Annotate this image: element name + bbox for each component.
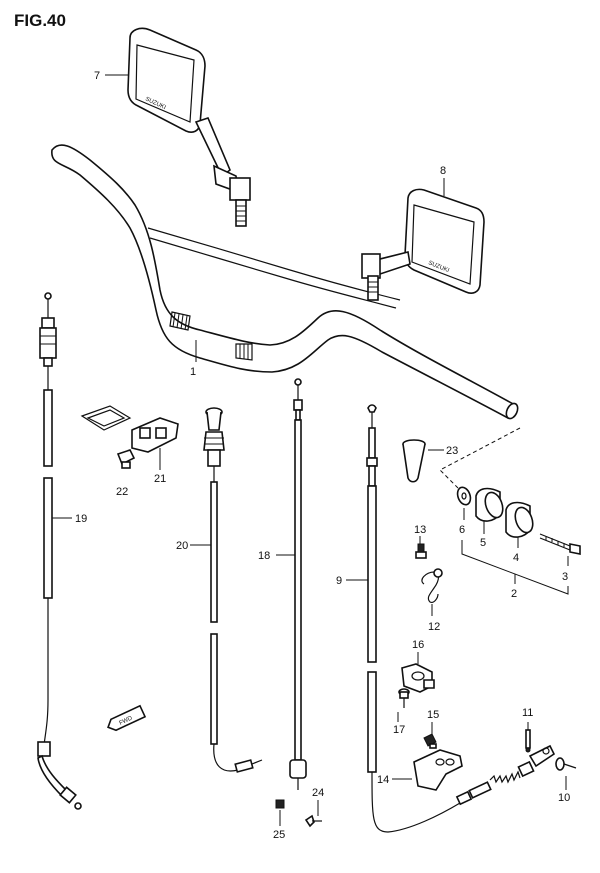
- washer-6: [456, 486, 472, 506]
- callout-11: 11: [522, 707, 533, 719]
- bolt-10: [555, 757, 577, 771]
- callout-16: 16: [412, 639, 424, 651]
- handlebar: [51, 144, 519, 420]
- callout-5: 5: [480, 537, 486, 549]
- clip-12: [421, 568, 443, 603]
- cable-9: [366, 404, 461, 833]
- callout-4: 4: [513, 552, 519, 564]
- bracket-2: [461, 540, 569, 595]
- screw-3: [539, 533, 581, 555]
- knurl-right: [235, 343, 253, 361]
- callout-15: 15: [427, 709, 439, 721]
- screw-17: [398, 688, 410, 708]
- cable-20: [203, 407, 263, 773]
- bolt-15: [423, 733, 437, 749]
- pin-11: [525, 722, 531, 753]
- callout-17: 17: [393, 724, 405, 736]
- callout-25: 25: [273, 829, 285, 841]
- callout-19: 19: [75, 513, 87, 525]
- callout-8: 8: [440, 165, 446, 177]
- callout-10: 10: [558, 792, 570, 804]
- callout-12: 12: [428, 621, 440, 633]
- callout-18: 18: [258, 550, 270, 562]
- fwd-arrow-label: FWD: [119, 715, 135, 726]
- bolt-24: [304, 814, 322, 828]
- cable-19: [37, 292, 82, 810]
- bracket-14: [413, 749, 463, 791]
- bolt-13: [415, 543, 427, 559]
- clamp-16: [401, 663, 435, 693]
- figure-title: FIG.40: [14, 11, 66, 30]
- knurl-left: [169, 311, 191, 331]
- callout-2: 2: [511, 588, 517, 600]
- callout-23: 23: [446, 445, 458, 457]
- weight-5: [475, 487, 504, 522]
- callout-22: 22: [116, 486, 128, 498]
- fwd-arrow-icon: FWD: [107, 704, 147, 732]
- mirror-left: SUZUKI: [127, 27, 251, 227]
- callout-1: 1: [190, 366, 196, 378]
- callout-6: 6: [459, 524, 465, 536]
- callout-13: 13: [414, 524, 426, 536]
- bracket-21: [80, 405, 179, 453]
- bolt-22: [116, 449, 136, 469]
- callout-20: 20: [176, 540, 188, 552]
- callout-14: 14: [377, 774, 389, 786]
- cable-18: [289, 378, 307, 790]
- callout-7: 7: [94, 70, 100, 82]
- grip-23: [402, 439, 426, 483]
- mirror-right: SUZUKI: [361, 188, 485, 301]
- nut-25: [275, 799, 285, 809]
- cable-9-adjuster: [455, 744, 556, 806]
- callout-24: 24: [312, 787, 324, 799]
- assembly-dashed-line: [439, 427, 521, 489]
- callout-9: 9: [336, 575, 342, 587]
- weight-4: [505, 501, 534, 538]
- callout-3: 3: [562, 571, 568, 583]
- callout-21: 21: [154, 473, 166, 485]
